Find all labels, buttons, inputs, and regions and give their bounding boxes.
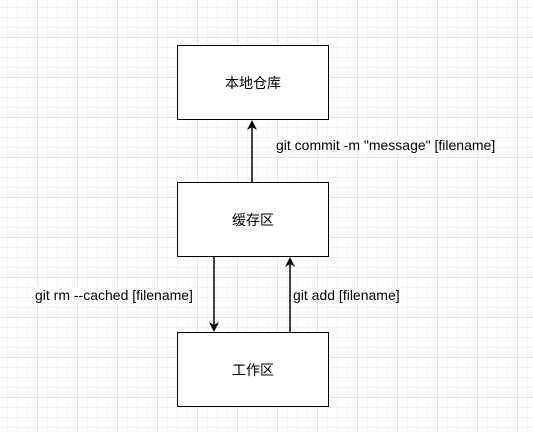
node-working-dir-label: 工作区 (232, 362, 274, 379)
edge-label-add: git add [filename] (292, 287, 401, 303)
node-working-dir[interactable]: 工作区 (177, 332, 329, 407)
node-local-repo[interactable]: 本地仓库 (177, 45, 329, 120)
node-staging-area[interactable]: 缓存区 (177, 182, 329, 257)
node-staging-area-label: 缓存区 (232, 212, 274, 229)
edge-label-rm-cached: git rm --cached [filename] (34, 287, 194, 303)
edge-label-commit: git commit -m "message" [filename] (275, 137, 497, 153)
node-local-repo-label: 本地仓库 (225, 75, 281, 92)
